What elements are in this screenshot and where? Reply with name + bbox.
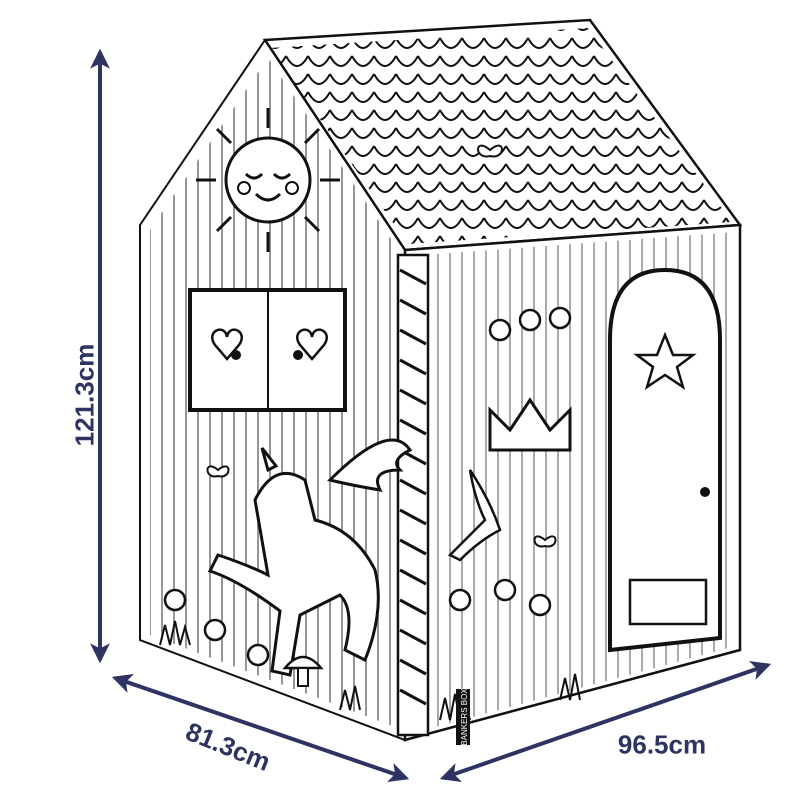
width-arrow — [439, 661, 772, 782]
crown-icon — [488, 397, 572, 452]
butterfly-icon — [206, 144, 557, 548]
rope-corner-post — [396, 253, 430, 737]
box-logo-text: BANKERS BOX — [460, 688, 469, 746]
box-logo: BANKERS BOX — [456, 688, 470, 746]
flower-icon — [163, 306, 572, 667]
bird-icon — [447, 469, 502, 562]
door-with-star — [608, 267, 722, 653]
width-label: 96.5cm — [617, 729, 707, 760]
grass — [159, 620, 581, 721]
window-hearts — [188, 288, 347, 412]
depth-arrow — [111, 673, 410, 783]
unicorn-icon — [207, 438, 413, 677]
playhouse-roof — [262, 18, 743, 252]
mushroom-icon — [282, 655, 324, 687]
height-label: 121.3cm — [69, 343, 100, 447]
sun-icon — [196, 108, 340, 252]
